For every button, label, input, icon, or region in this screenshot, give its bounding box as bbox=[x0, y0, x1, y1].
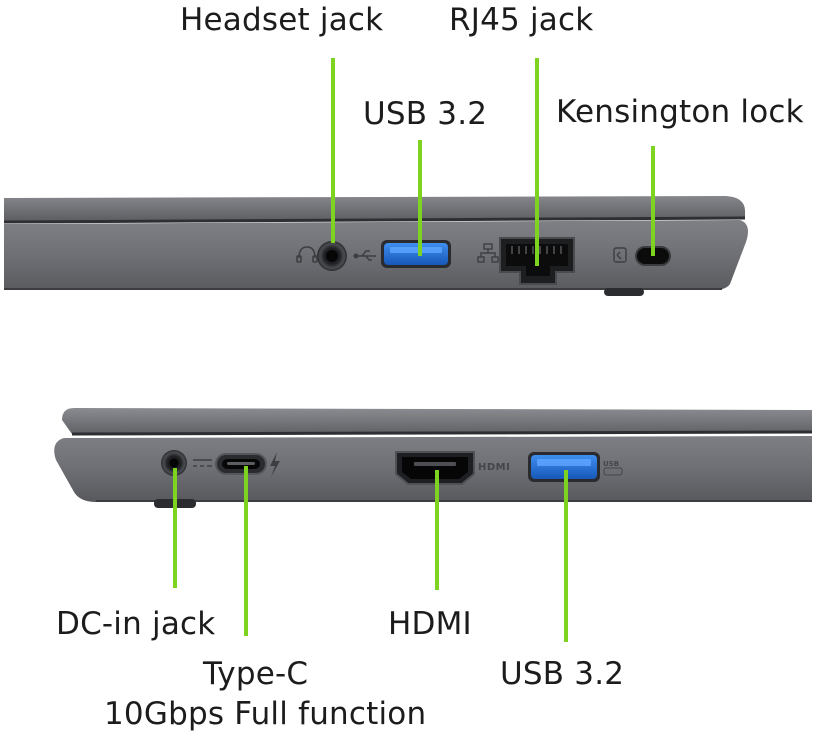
usb-logo-icon: USB bbox=[603, 460, 623, 476]
headset-icon bbox=[296, 246, 318, 263]
usb-a-port-bottom bbox=[528, 452, 600, 482]
label-usb-top: USB 3.2 bbox=[363, 96, 488, 132]
usb-type-c-port bbox=[215, 453, 267, 475]
label-usb-bottom: USB 3.2 bbox=[500, 656, 625, 692]
usb-a-port-top bbox=[381, 240, 451, 268]
label-type-c-detail: 10Gbps Full function bbox=[104, 696, 427, 732]
label-hdmi: HDMI bbox=[388, 606, 472, 642]
network-icon bbox=[477, 243, 499, 263]
svg-text:USB: USB bbox=[603, 460, 619, 468]
dc-power-icon bbox=[193, 459, 212, 467]
lock-icon bbox=[613, 247, 627, 263]
hdmi-port bbox=[395, 451, 475, 485]
label-dc-in-jack: DC-in jack bbox=[56, 606, 216, 642]
label-headset-jack: Headset jack bbox=[180, 2, 384, 38]
hdmi-logo-marking: HDMI bbox=[478, 462, 510, 473]
label-type-c: Type-C bbox=[203, 656, 309, 692]
label-rj45-jack: RJ45 jack bbox=[449, 2, 594, 38]
lightning-bolt-icon bbox=[270, 452, 280, 477]
laptop-right-side bbox=[3, 196, 748, 296]
laptop-left-side: HDMI USB bbox=[54, 408, 813, 508]
usb-symbol-icon bbox=[353, 250, 376, 261]
leader-lines bbox=[173, 58, 655, 642]
label-kensington-lock: Kensington lock bbox=[556, 94, 804, 130]
